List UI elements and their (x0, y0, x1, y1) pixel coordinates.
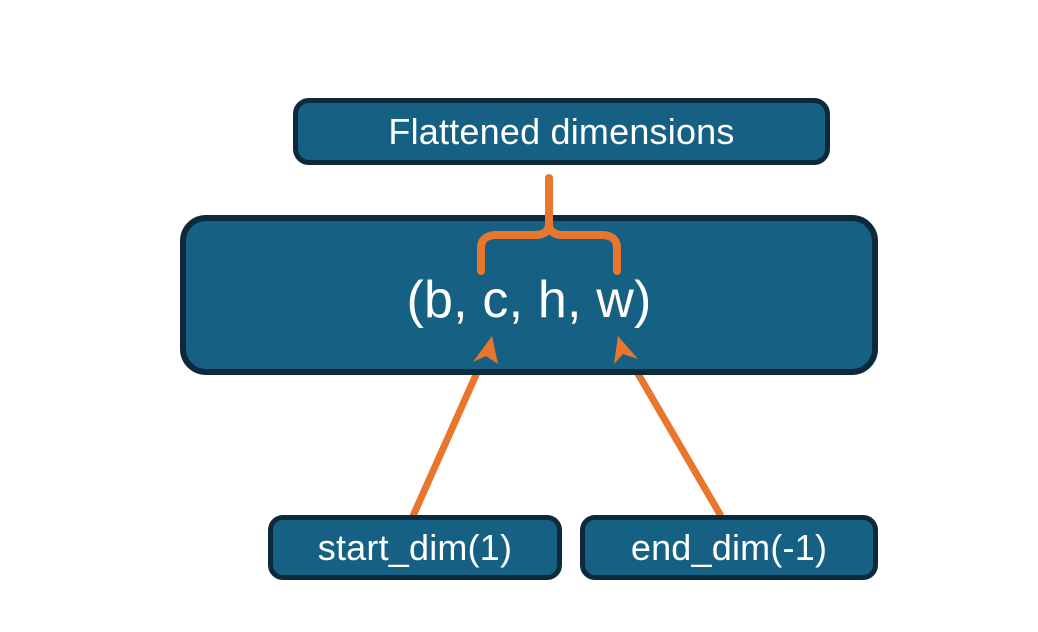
node-flattened-dimensions[interactable]: Flattened dimensions (293, 98, 830, 165)
node-tensor-shape[interactable]: (b, c, h, w) (180, 215, 878, 375)
node-tensor-shape-label: (b, c, h, w) (406, 271, 652, 330)
node-flattened-dimensions-label: Flattened dimensions (388, 110, 735, 152)
node-start-dim-label: start_dim(1) (317, 526, 513, 568)
node-start-dim[interactable]: start_dim(1) (268, 515, 562, 580)
node-end-dim[interactable]: end_dim(-1) (580, 515, 878, 580)
node-end-dim-label: end_dim(-1) (630, 526, 828, 568)
